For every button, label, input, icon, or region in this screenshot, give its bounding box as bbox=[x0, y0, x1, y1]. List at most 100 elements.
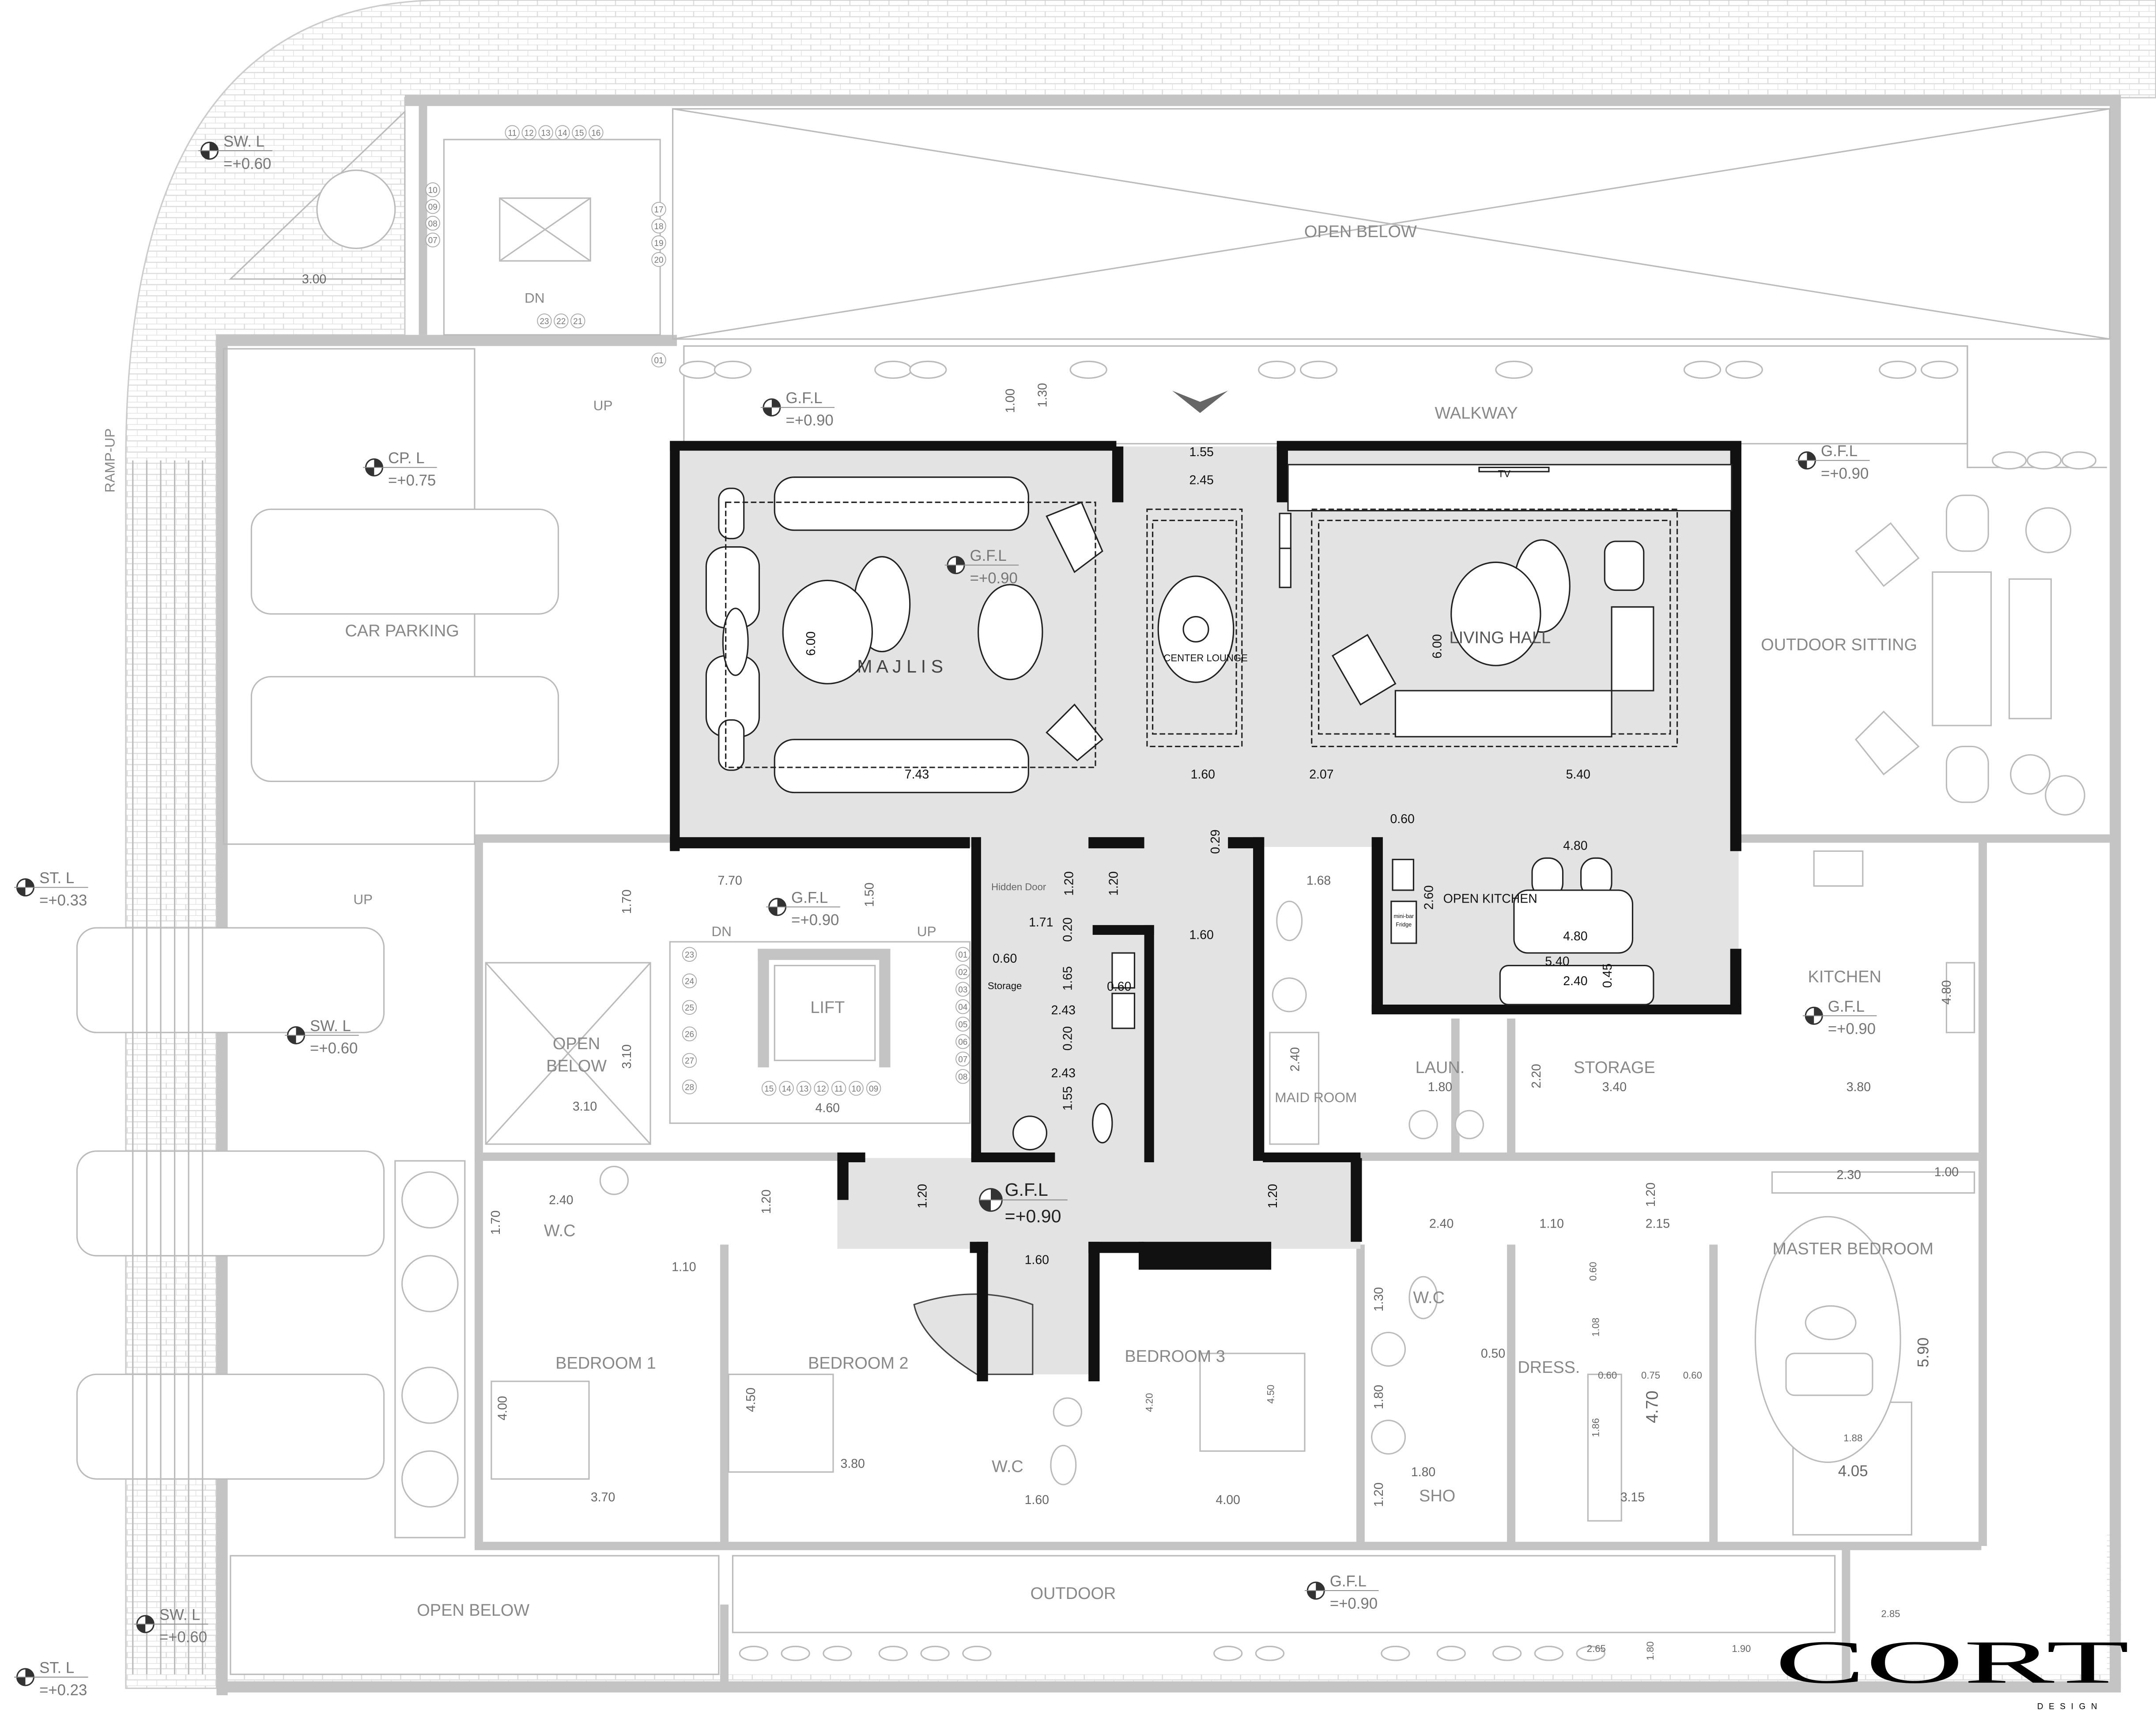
sink-icon bbox=[1371, 1331, 1406, 1367]
logo-wordmark: CORT bbox=[1775, 1629, 2130, 1697]
dim: 4.05 bbox=[1838, 1463, 1868, 1480]
sink-icon bbox=[1392, 858, 1414, 891]
dim: 4.60 bbox=[816, 1101, 840, 1115]
dim: 3.15 bbox=[1620, 1490, 1645, 1504]
svg-text:18: 18 bbox=[654, 222, 663, 231]
level-value: =+0.90 bbox=[1821, 465, 1869, 482]
dim: 0.20 bbox=[1061, 917, 1075, 941]
sofa-icon bbox=[1394, 606, 1654, 737]
level-marker: G.F.L=+0.90 bbox=[944, 548, 1019, 587]
fixtures bbox=[599, 850, 1975, 1485]
open-below-top bbox=[672, 108, 2111, 469]
stair-step-number: 13 bbox=[796, 1081, 812, 1096]
label-bedroom-1: BEDROOM 1 bbox=[555, 1354, 656, 1373]
stair-step-number: 19 bbox=[651, 235, 666, 250]
dim: 1.60 bbox=[1189, 928, 1213, 942]
stair-step-number: 21 bbox=[570, 313, 585, 329]
plant-icon bbox=[920, 1645, 950, 1661]
level-value: =+0.90 bbox=[786, 412, 834, 429]
stair-step-number: 06 bbox=[955, 1034, 970, 1049]
plant-icon bbox=[1576, 1645, 1605, 1661]
dim: 2.45 bbox=[1189, 473, 1213, 487]
stair-step-number: 12 bbox=[521, 125, 536, 140]
svg-text:10: 10 bbox=[428, 186, 438, 195]
paving-area bbox=[125, 0, 2156, 1689]
label-maid-room: MAID ROOM bbox=[1275, 1089, 1357, 1105]
stair-step-number: 24 bbox=[682, 973, 697, 989]
dim: 4.80 bbox=[1940, 980, 1954, 1005]
label-dress: DRESS. bbox=[1518, 1358, 1580, 1377]
svg-text:08: 08 bbox=[428, 219, 438, 229]
plant-icon bbox=[1436, 1645, 1466, 1661]
svg-text:23: 23 bbox=[540, 317, 549, 326]
label-wc-2: W.C bbox=[992, 1458, 1023, 1476]
stair-step-number: 25 bbox=[682, 1000, 697, 1015]
dim: 1.60 bbox=[1025, 1493, 1049, 1507]
bedroom-furniture bbox=[491, 1216, 1913, 1536]
svg-text:01: 01 bbox=[654, 356, 663, 365]
svg-text:19: 19 bbox=[654, 239, 663, 248]
dim: 1.60 bbox=[1191, 767, 1215, 782]
sink-icon bbox=[1111, 993, 1136, 1029]
stair-step-number: 10 bbox=[849, 1081, 864, 1096]
dim: 2.20 bbox=[1529, 1064, 1544, 1088]
svg-text:07: 07 bbox=[428, 236, 438, 246]
level-marker: G.F.L=+0.90 bbox=[766, 889, 840, 929]
dim: 4.00 bbox=[1216, 1493, 1240, 1507]
label-lift: LIFT bbox=[810, 998, 845, 1017]
plant-icon bbox=[679, 360, 717, 379]
dim: 1.20 bbox=[916, 1184, 930, 1208]
dim: 2.85 bbox=[1881, 1608, 1900, 1619]
armchair-icon bbox=[1046, 501, 1103, 573]
plant-icon bbox=[1213, 1645, 1243, 1661]
dim: 3.10 bbox=[620, 1044, 634, 1069]
svg-text:02: 02 bbox=[958, 968, 967, 977]
stair-step-number: 12 bbox=[814, 1081, 829, 1096]
dim: 1.80 bbox=[1645, 1641, 1656, 1660]
dim: 4.70 bbox=[1643, 1391, 1661, 1423]
stair-step-number: 11 bbox=[505, 125, 520, 140]
plant-icon bbox=[909, 360, 947, 379]
level-name: G.F.L bbox=[786, 390, 823, 407]
label-minibar: mini-bar bbox=[1393, 913, 1414, 919]
plant-icon bbox=[1299, 360, 1338, 379]
dim: 1.55 bbox=[1189, 445, 1213, 459]
dim: 1.50 bbox=[863, 883, 877, 907]
dim: 2.30 bbox=[1837, 1168, 1861, 1182]
level-value: =+0.60 bbox=[159, 1629, 207, 1646]
svg-text:07: 07 bbox=[958, 1055, 967, 1065]
dim: 1.20 bbox=[1372, 1482, 1386, 1507]
cort-design-logo: CORT DESIGN bbox=[1775, 1629, 2130, 1712]
dim: 1.20 bbox=[759, 1190, 774, 1214]
dim: 0.60 bbox=[1107, 979, 1131, 994]
dim: 0.60 bbox=[1390, 812, 1414, 826]
svg-text:09: 09 bbox=[428, 203, 438, 212]
north-arrow-icon bbox=[1172, 390, 1228, 413]
sink-icon bbox=[1053, 1397, 1082, 1427]
dim: 1.71 bbox=[1029, 915, 1053, 930]
center-lounge-furniture bbox=[1146, 508, 1291, 748]
dim: 1.86 bbox=[1590, 1418, 1601, 1437]
label-outdoor-sitting: OUTDOOR SITTING bbox=[1761, 635, 1917, 654]
svg-text:13: 13 bbox=[799, 1085, 808, 1094]
svg-text:01: 01 bbox=[958, 951, 967, 960]
plant-icon bbox=[1683, 360, 1722, 379]
svg-text:25: 25 bbox=[685, 1004, 694, 1013]
stair-step-number: 04 bbox=[955, 999, 970, 1014]
dim: 2.40 bbox=[549, 1193, 573, 1207]
level-name: SW. L bbox=[310, 1018, 351, 1035]
dim: 1.65 bbox=[1061, 966, 1075, 990]
label-open-kitchen: OPEN KITCHEN bbox=[1443, 892, 1537, 906]
plant-icon bbox=[401, 1255, 459, 1312]
dim: 5.90 bbox=[1915, 1338, 1932, 1368]
svg-text:09: 09 bbox=[869, 1085, 878, 1094]
plant-icon bbox=[316, 169, 396, 249]
middle-stair bbox=[485, 941, 971, 1145]
dim: 3.80 bbox=[841, 1457, 865, 1471]
dim: 2.60 bbox=[1422, 885, 1436, 910]
car-icon bbox=[250, 508, 559, 615]
label-shower: SHO bbox=[1419, 1487, 1455, 1505]
level-marker: SW. L=+0.60 bbox=[134, 1606, 208, 1646]
